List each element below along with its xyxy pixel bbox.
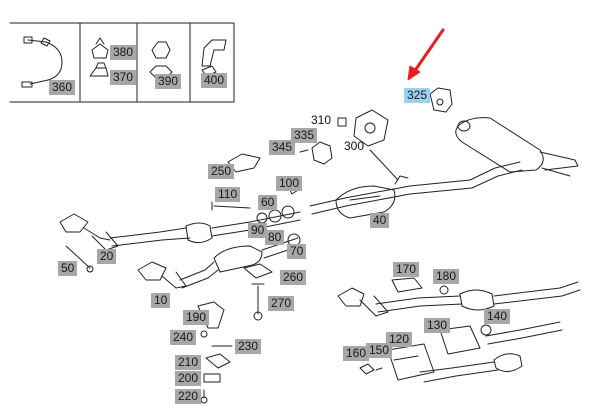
part-label-400: 400 (201, 73, 228, 88)
part-label-180: 180 (433, 269, 460, 284)
part-label-130: 130 (424, 318, 451, 333)
part-label-150: 150 (366, 343, 393, 358)
bolt-270 (251, 283, 265, 321)
part-label-370: 370 (110, 70, 137, 85)
part-label-325-highlighted: 325 (404, 88, 431, 103)
part-label-345: 345 (269, 140, 296, 155)
part-label-140: 140 (484, 309, 511, 324)
part-label-120: 120 (386, 332, 413, 347)
hanger-bracket (337, 109, 389, 147)
inset-frame (9, 22, 235, 103)
part-label-210: 210 (175, 355, 202, 370)
part-label-335: 335 (291, 128, 318, 143)
part-label-60: 60 (258, 195, 278, 210)
part-label-40: 40 (370, 213, 390, 228)
oxygen-sensor-cable (21, 36, 63, 88)
part-label-260: 260 (280, 270, 307, 285)
leader-300 (369, 149, 399, 181)
rubber-hanger-335 (299, 141, 333, 165)
bracket-250 (227, 153, 261, 173)
rear-assembly-lower-right (337, 277, 581, 383)
pointer-arrow-head (407, 65, 421, 81)
part-label-310: 310 (311, 113, 332, 127)
part-label-110: 110 (215, 187, 241, 202)
part-label-200: 200 (175, 371, 202, 386)
bolt-50 (65, 245, 94, 273)
part-label-170: 170 (393, 262, 420, 277)
clamp-390 (149, 41, 173, 79)
part-label-250: 250 (208, 164, 235, 179)
part-label-100: 100 (276, 176, 303, 191)
rear-muffler (455, 117, 579, 177)
part-label-80: 80 (265, 230, 285, 245)
part-label-70: 70 (287, 244, 307, 259)
part-label-360: 360 (49, 80, 76, 95)
part-label-270: 270 (268, 296, 295, 311)
part-label-240: 240 (170, 330, 197, 345)
bolt-110 (211, 201, 251, 211)
part-label-20: 20 (97, 249, 117, 264)
rubber-mount-325 (429, 87, 453, 113)
part-label-90: 90 (248, 223, 268, 238)
front-left-pipe (59, 211, 301, 251)
part-label-190: 190 (183, 310, 210, 325)
part-label-300: 300 (344, 139, 365, 153)
clip-380-370 (89, 37, 109, 77)
part-label-220: 220 (175, 389, 202, 404)
part-label-50: 50 (58, 261, 78, 276)
part-label-380: 380 (110, 45, 137, 60)
main-exhaust-pipe (309, 161, 523, 215)
bracket-400 (201, 39, 227, 77)
part-label-160: 160 (343, 346, 370, 361)
pointer-arrow (412, 28, 445, 74)
bracket-260 (243, 263, 273, 279)
part-label-230: 230 (235, 339, 262, 354)
center-catalyst-40 (335, 185, 396, 219)
part-label-390: 390 (155, 74, 182, 89)
part-label-10: 10 (151, 293, 171, 308)
